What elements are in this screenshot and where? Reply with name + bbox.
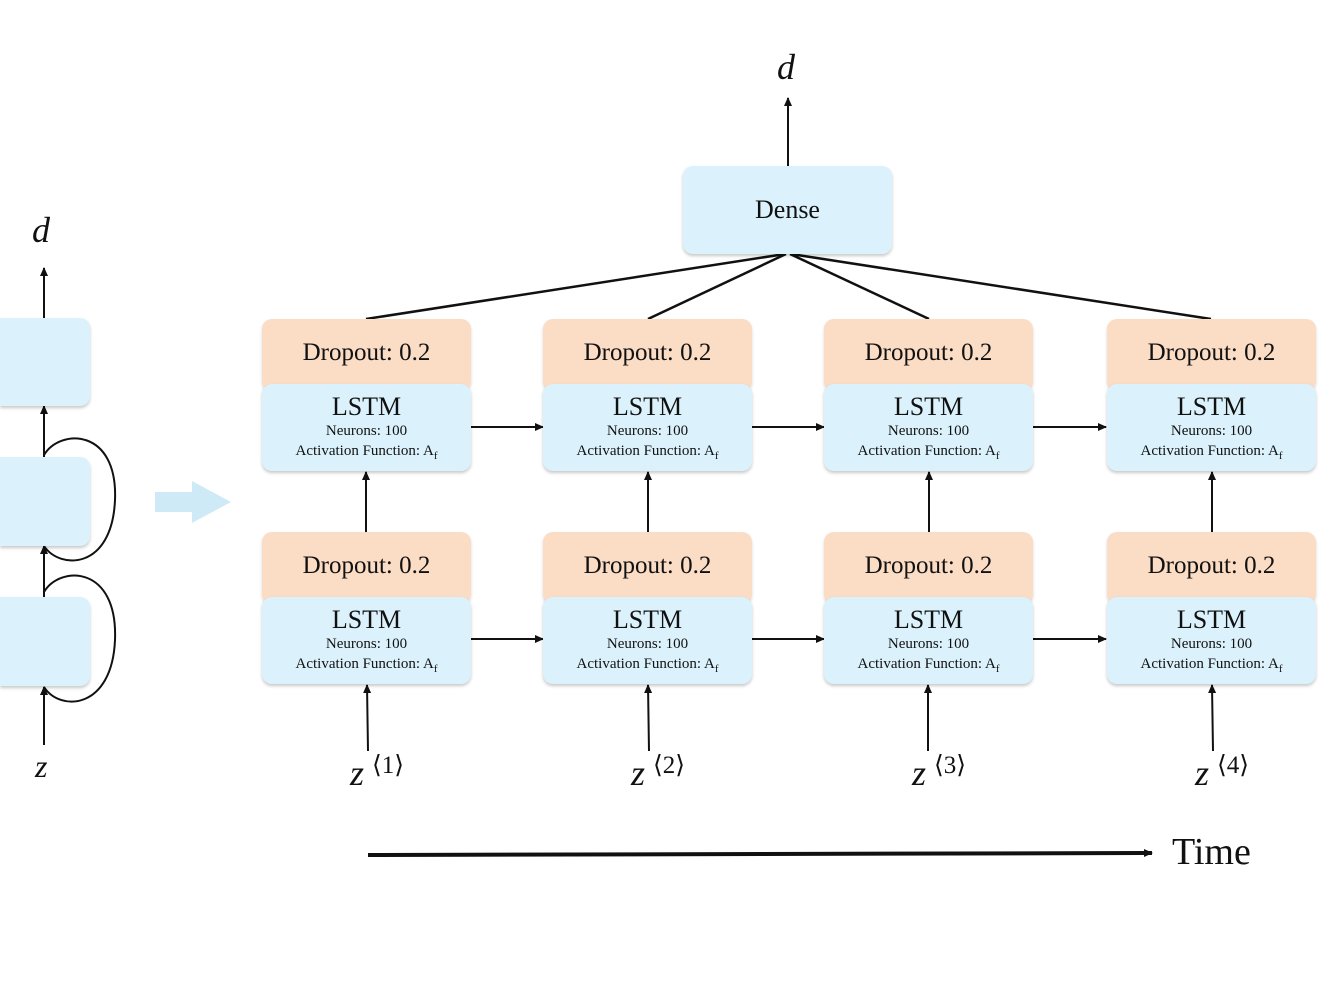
lstm-activation: Activation Function: Af bbox=[576, 443, 719, 462]
dense-layer: Dense bbox=[683, 166, 892, 254]
folded-input-label: z bbox=[35, 748, 48, 784]
dropout-label: Dropout: 0.2 bbox=[1147, 552, 1276, 579]
folded-output-label: d bbox=[32, 210, 50, 250]
lstm-upper-4: LSTM Neurons: 100 Activation Function: A… bbox=[1107, 384, 1316, 471]
output-label: d bbox=[777, 47, 795, 87]
folded-output-box bbox=[0, 318, 90, 406]
lstm-activation: Activation Function: Af bbox=[295, 443, 438, 462]
dense-label: Dense bbox=[755, 195, 820, 224]
dense-link-3 bbox=[789, 252, 930, 321]
time-label: Time bbox=[1172, 831, 1251, 873]
lstm-neurons: Neurons: 100 bbox=[887, 423, 970, 439]
lstm-activation: Activation Function: Af bbox=[1140, 656, 1283, 675]
folded-lstm-box-lower bbox=[0, 597, 90, 686]
dropout-upper-3: Dropout: 0.2 bbox=[824, 319, 1033, 391]
dropout-lower-2: Dropout: 0.2 bbox=[543, 532, 752, 604]
dropout-label: Dropout: 0.2 bbox=[302, 552, 431, 579]
lstm-title: LSTM bbox=[1176, 392, 1247, 421]
dropout-lower-1: Dropout: 0.2 bbox=[262, 532, 471, 604]
lstm-lower-1: LSTM Neurons: 100 Activation Function: A… bbox=[262, 597, 471, 684]
dropout-upper-2: Dropout: 0.2 bbox=[543, 319, 752, 391]
dropout-label: Dropout: 0.2 bbox=[583, 339, 712, 366]
lstm-title: LSTM bbox=[331, 392, 402, 421]
dropout-lower-4: Dropout: 0.2 bbox=[1107, 532, 1316, 604]
lstm-upper-2: LSTM Neurons: 100 Activation Function: A… bbox=[543, 384, 752, 471]
time-arrow bbox=[367, 849, 1153, 858]
dropout-label: Dropout: 0.2 bbox=[1147, 339, 1276, 366]
lstm-neurons: Neurons: 100 bbox=[1170, 423, 1253, 439]
lstm-neurons: Neurons: 100 bbox=[887, 636, 970, 652]
lstm-title: LSTM bbox=[1176, 605, 1247, 634]
lstm-neurons: Neurons: 100 bbox=[325, 423, 408, 439]
lstm-activation: Activation Function: Af bbox=[857, 443, 1000, 462]
lstm-activation: Activation Function: Af bbox=[576, 656, 719, 675]
dropout-upper-4: Dropout: 0.2 bbox=[1107, 319, 1316, 391]
lstm-title: LSTM bbox=[612, 392, 683, 421]
dense-link-2 bbox=[647, 252, 787, 321]
input-arrow-2 bbox=[644, 684, 653, 752]
lstm-lower-2: LSTM Neurons: 100 Activation Function: A… bbox=[543, 597, 752, 684]
lstm-neurons: Neurons: 100 bbox=[1170, 636, 1253, 652]
lstm-title: LSTM bbox=[893, 605, 964, 634]
input-arrow-1 bbox=[363, 684, 372, 752]
lstm-title: LSTM bbox=[331, 605, 402, 634]
input-arrow-4 bbox=[1208, 684, 1217, 752]
dropout-label: Dropout: 0.2 bbox=[302, 339, 431, 366]
recurrent-loop-upper bbox=[43, 437, 117, 562]
recurrent-loop-lower bbox=[43, 574, 117, 703]
lstm-title: LSTM bbox=[612, 605, 683, 634]
folded-network bbox=[40, 267, 117, 745]
lstm-activation: Activation Function: Af bbox=[1140, 443, 1283, 462]
lstm-neurons: Neurons: 100 bbox=[606, 423, 689, 439]
lstm-lower-3: LSTM Neurons: 100 Activation Function: A… bbox=[824, 597, 1033, 684]
dense-link-1 bbox=[365, 252, 786, 321]
lstm-title: LSTM bbox=[893, 392, 964, 421]
lstm-upper-3: LSTM Neurons: 100 Activation Function: A… bbox=[824, 384, 1033, 471]
lstm-upper-1: LSTM Neurons: 100 Activation Function: A… bbox=[262, 384, 471, 471]
dropout-lower-3: Dropout: 0.2 bbox=[824, 532, 1033, 604]
unfold-arrow bbox=[155, 481, 231, 523]
dense-link-4 bbox=[790, 251, 1212, 321]
lstm-activation: Activation Function: Af bbox=[295, 656, 438, 675]
dropout-label: Dropout: 0.2 bbox=[864, 339, 993, 366]
lstm-lower-4: LSTM Neurons: 100 Activation Function: A… bbox=[1107, 597, 1316, 684]
folded-lstm-box-upper bbox=[0, 457, 90, 546]
lstm-activation: Activation Function: Af bbox=[857, 656, 1000, 675]
dropout-label: Dropout: 0.2 bbox=[864, 552, 993, 579]
dropout-label: Dropout: 0.2 bbox=[583, 552, 712, 579]
lstm-neurons: Neurons: 100 bbox=[606, 636, 689, 652]
lstm-neurons: Neurons: 100 bbox=[325, 636, 408, 652]
dropout-upper-1: Dropout: 0.2 bbox=[262, 319, 471, 391]
